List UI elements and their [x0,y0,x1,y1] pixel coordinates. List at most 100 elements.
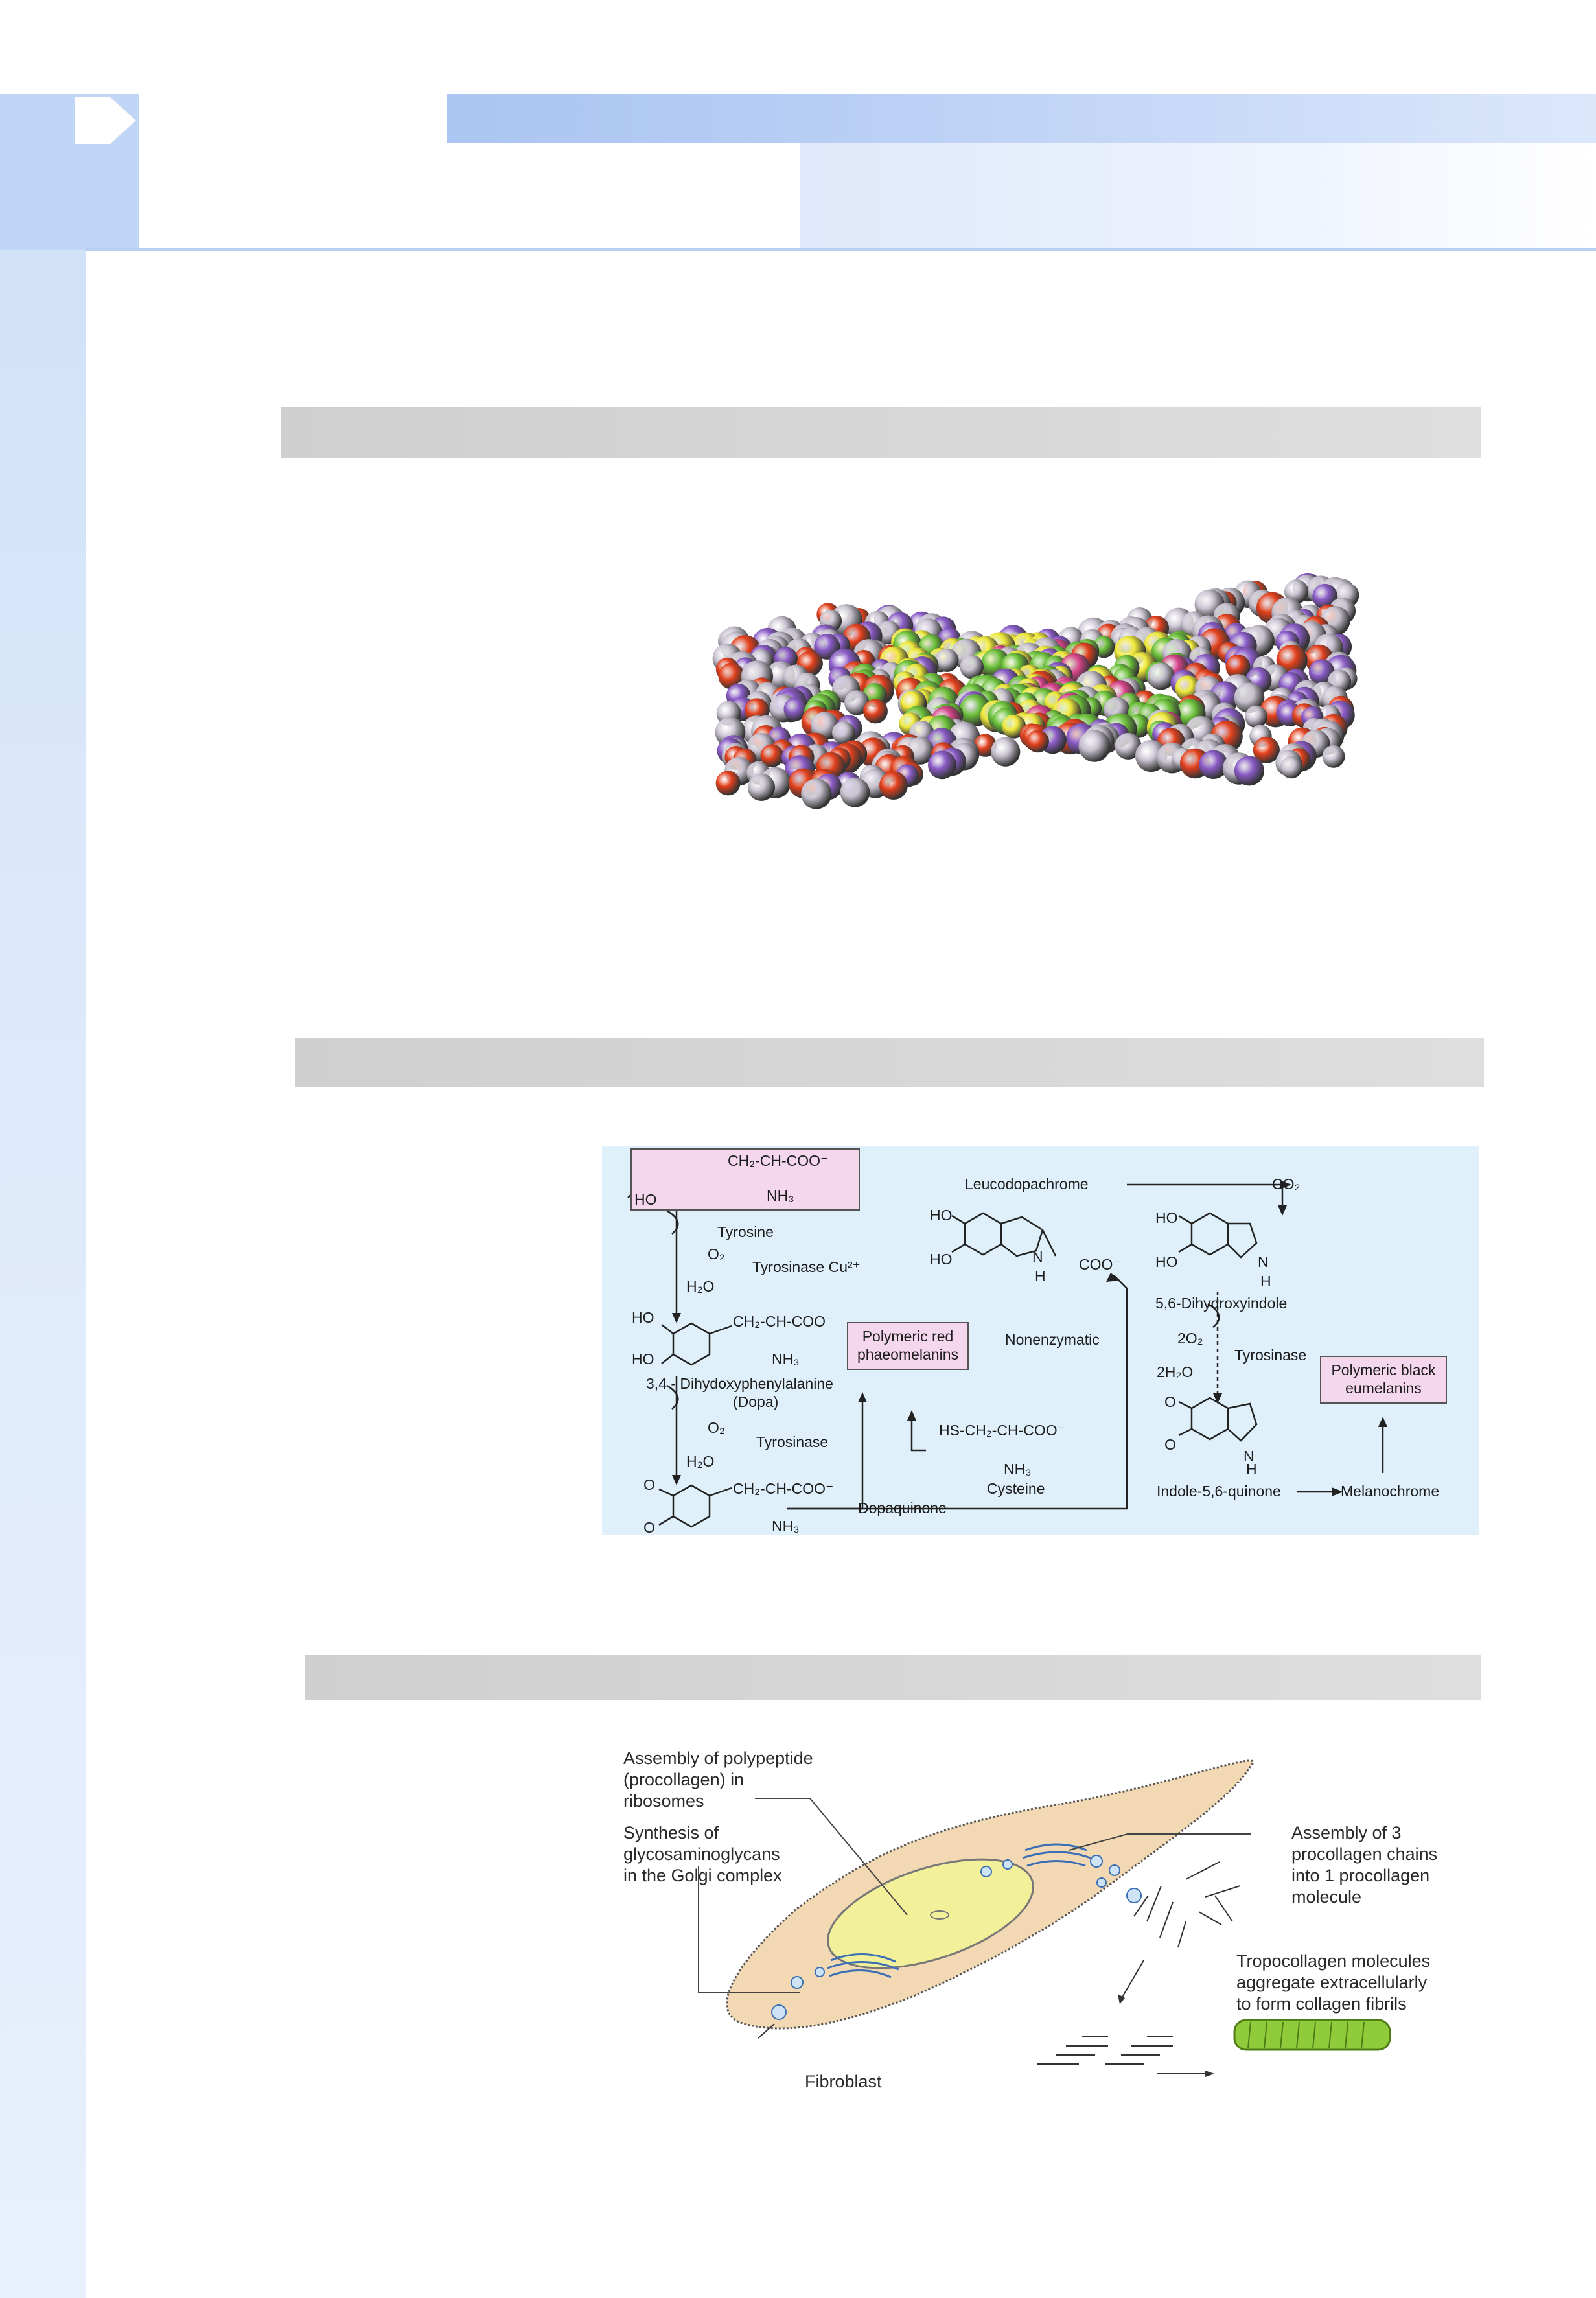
label-gag-line-3: in the Golgi complex [623,1866,782,1885]
atom-sphere [1312,583,1338,609]
label-tropo-line-1: Tropocollagen molecules [1236,1951,1431,1971]
dopaquinone-o-2: O [643,1519,655,1536]
cysteine-nh3: NH₃ [1004,1461,1032,1478]
dopa-formula: CH₂-CH-COO⁻ [733,1313,834,1330]
o2-label-2: O₂ [708,1419,725,1436]
nucleolus [930,1910,949,1920]
leucodopachrome-label: Leucodopachrome [965,1176,1089,1192]
leuco-h: H [1035,1268,1046,1284]
label-assembly-line-1: Assembly of 3 [1291,1823,1402,1842]
eumelanins-box: Polymeric black eumelanins [1320,1356,1447,1404]
tyrosine-formula: CH₂-CH-COO⁻ [728,1152,829,1169]
h2o-label: H₂O [686,1278,715,1295]
label-tropocollagen: Tropocollagen molecules aggregate extrac… [1236,1951,1430,2015]
eumelanins-line-2: eumelanins [1345,1380,1422,1397]
two-o2-label: 2O₂ [1177,1330,1203,1347]
label-glycosaminoglycans: Synthesis of glycosaminoglycans in the G… [623,1822,782,1886]
label-gag-line-1: Synthesis of [623,1823,719,1842]
header-arrow-icon [110,97,136,144]
atom-sphere [840,778,870,807]
indole-ho-1: HO [1155,1209,1178,1226]
atom-sphere [1234,682,1265,714]
indole-n: N [1258,1253,1269,1270]
dopa-ho-1: HO [632,1309,654,1326]
quinone-n: N [1243,1448,1255,1465]
cysteine-formula: HS-CH₂-CH-COO⁻ [939,1422,1065,1439]
phaeomelanins-line-2: phaeomelanins [857,1346,958,1363]
atom-sphere [715,771,741,796]
tyrosinase-cu-label: Tyrosinase Cu²⁺ [752,1259,861,1275]
atom-sphere [1322,745,1345,768]
atom-sphere [1078,730,1111,762]
cysteine-label: Cysteine [987,1480,1045,1497]
indole-ho-2: HO [1155,1253,1178,1270]
atom-sphere [960,655,984,679]
atom-sphere [844,690,870,715]
label-assembly: Assembly of 3 procollagen chains into 1 … [1291,1822,1437,1908]
indolequinone-label: Indole-5,6-quinone [1157,1483,1281,1500]
atom-sphere [1115,732,1142,760]
melanochrome-label: Melanochrome [1341,1483,1440,1500]
section-bar-1 [281,407,1481,458]
label-tropo-line-2: aggregate extracellularly [1236,1973,1428,1992]
h2o-label-2: H₂O [686,1453,715,1470]
o2-label: O₂ [708,1246,725,1262]
leuco-n: N [1032,1248,1043,1265]
atom-sphere [991,737,1021,767]
indole-h: H [1260,1273,1271,1290]
atom-sphere [783,697,807,721]
label-gag-line-2: glycosaminoglycans [623,1844,780,1864]
atom-sphere [1253,736,1280,763]
fibroblast-label: Fibroblast [805,2072,882,2091]
section-bar-3 [305,1655,1481,1700]
atom-sphere [801,778,832,809]
dopa-ho-2: HO [632,1351,654,1367]
atom-sphere [1026,730,1049,753]
dopaquinone-formula: CH₂-CH-COO⁻ [733,1480,834,1497]
co2-label: CO₂ [1272,1176,1301,1192]
leuco-coo: COO⁻ [1079,1256,1121,1273]
dopaquinone-o-1: O [643,1476,655,1493]
tropocollagen-arrows [758,1861,1241,2074]
label-assembly-line-2: procollagen chains [1291,1844,1438,1864]
atom-sphere [1234,756,1264,786]
leuco-ho-2: HO [930,1251,953,1268]
pathway-structures [627,1154,1387,1528]
tyrosinase-c-label: Tyrosinase [1234,1347,1307,1364]
leader-lines [698,1798,1251,1993]
label-procollagen-line-3: ribosomes [623,1791,704,1811]
tyrosinase-label: Tyrosinase [756,1433,829,1450]
atom-sphere [928,750,956,780]
dopaquinone-nh3: NH₃ [772,1518,800,1535]
collagen-molecule-model [712,572,1359,809]
atom-sphere [1225,654,1251,679]
label-assembly-line-4: molecule [1291,1887,1362,1907]
tyrosine-nh3: NH₃ [767,1187,794,1204]
atom-sphere [1280,756,1302,779]
label-procollagen-line-1: Assembly of polypeptide [623,1748,813,1768]
dopa-name: 3,4 - Dihydoxyphenylalanine [646,1375,833,1392]
section-bar-2 [295,1038,1484,1087]
arrowheads [1118,1994,1214,2077]
eumelanins-line-1: Polymeric black [1331,1362,1436,1378]
nonenzymatic-label: Nonenzymatic [1005,1331,1100,1348]
tyrosine-label: Tyrosine [717,1224,774,1240]
left-margin-strip [0,96,86,2298]
atom-sphere [718,662,745,690]
atom-sphere [832,721,855,745]
quinone-h: H [1246,1461,1257,1478]
label-tropo-line-3: to form collagen fibrils [1236,1994,1407,2014]
label-procollagen: Assembly of polypeptide (procollagen) in… [623,1748,813,1812]
atom-sphere [863,699,888,724]
phaeomelanins-line-1: Polymeric red [862,1328,954,1345]
collagen-fibril [1233,2019,1391,2051]
header-fade [800,143,1596,250]
dopa-nh3: NH₃ [772,1351,800,1367]
golgi-complex [827,1843,1091,1979]
atom-sphere [1002,714,1026,739]
melanin-pathway-figure: CH₂-CH-COO⁻ NH₃ HO Tyrosine O₂ Tyrosinas… [602,1146,1479,1535]
dopa-abbr: (Dopa) [733,1393,779,1410]
atom-sphere [1199,750,1228,780]
label-procollagen-line-2: (procollagen) in [623,1770,745,1789]
leuco-ho-1: HO [930,1207,953,1224]
